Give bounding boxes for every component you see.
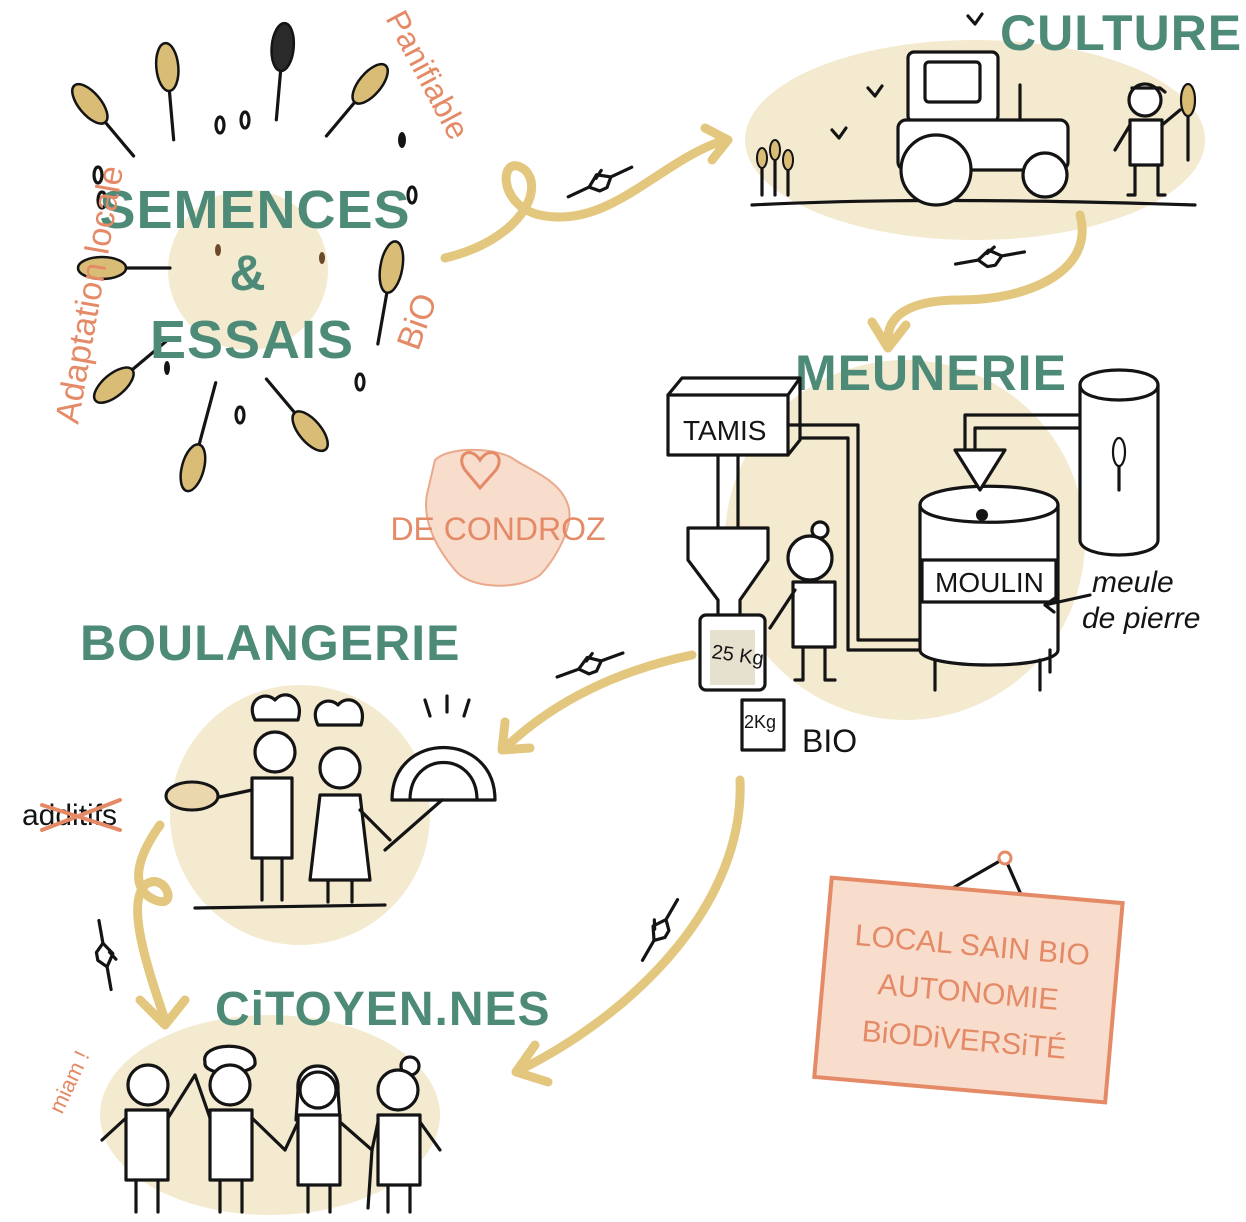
farmer-figure	[1113, 82, 1197, 197]
flour-pipe	[786, 423, 927, 652]
wheat-ear-icon	[376, 240, 405, 346]
tamis-label: TAMIS	[683, 415, 766, 446]
wheat-ear-icon	[71, 82, 136, 158]
semences-title: SEMENCES & ESSAIS	[99, 180, 410, 370]
semences-line3: ESSAIS	[150, 310, 354, 370]
silo-icon	[1078, 368, 1160, 557]
arrow-head-citoyens	[511, 1040, 553, 1087]
boulangerie-title: BOULANGERIE	[80, 615, 460, 671]
handshake-icon	[555, 651, 625, 679]
citizen-figure	[366, 1055, 442, 1214]
handshake-icon	[94, 918, 118, 992]
condroz-label: DE CONDROZ	[390, 511, 605, 547]
miam-note: miam !	[44, 1047, 95, 1117]
funnel-icon	[953, 448, 1007, 492]
sign-nail-icon	[997, 850, 1013, 866]
tractor-icon	[896, 50, 1070, 207]
arrow-meunerie-to-boulangerie	[500, 650, 697, 753]
moulin-icon: MOULIN	[918, 484, 1060, 692]
wheat-ear-icon	[264, 377, 329, 453]
meule-label: meule	[1092, 566, 1174, 599]
wheat-ear-icon	[324, 62, 389, 138]
bird-icon	[830, 126, 848, 140]
semences-line1: SEMENCES	[99, 180, 410, 240]
wheat-ears	[71, 21, 405, 493]
meule-pointer-arrow	[1043, 593, 1092, 614]
citoyens-section: CiTOYEN.NES miam !	[44, 983, 551, 1214]
values-sign: LOCAL SAIN BIO AUTONOMIE BiODiVERSiTÉ	[812, 850, 1125, 1105]
condroz-region: DE CONDROZ	[390, 448, 606, 587]
semences-ampersand: &	[229, 245, 266, 301]
arrow-meunerie-to-citoyens	[515, 775, 745, 1075]
wheat-ear-icon	[270, 21, 296, 122]
additifs-cross-icon	[40, 798, 122, 832]
bag-small: 2Kg	[740, 698, 786, 752]
wheat-ear-icon	[76, 255, 172, 281]
heart-icon	[460, 451, 501, 491]
crops-icon	[756, 139, 794, 197]
baker-figure	[164, 693, 302, 902]
boulangerie-section: BOULANGERIE additifs	[22, 615, 497, 910]
wheat-ear-icon	[154, 41, 180, 142]
moulin-label: MOULIN	[935, 567, 1044, 598]
meunerie-title: MEUNERIE	[795, 345, 1067, 401]
citizen-figure	[283, 1064, 374, 1214]
baker-figure	[308, 698, 392, 904]
bag-large: 25 Kg	[698, 613, 767, 692]
handshake-icon	[953, 245, 1027, 269]
semences-blob	[168, 190, 328, 350]
panifiable-note: Panifiable	[379, 4, 477, 145]
handshake-icons	[94, 165, 1027, 992]
bag-small-label: 2Kg	[744, 712, 776, 732]
bird-icon	[866, 84, 884, 98]
citoyens-title: CiTOYEN.NES	[215, 983, 551, 1036]
bakery-ground	[193, 903, 387, 910]
citizen-figure	[193, 1044, 287, 1214]
handshake-icon	[640, 898, 680, 962]
tamis-pipe	[716, 453, 740, 532]
culture-title: CULTURE	[1000, 5, 1242, 61]
flour-bio-label: BIO	[802, 723, 857, 759]
wheat-ear-icon	[179, 381, 218, 493]
de-pierre-label: de pierre	[1082, 602, 1200, 635]
arrow-boulangerie-to-citoyens	[133, 820, 173, 1025]
arrow-head-citoyens-left	[135, 995, 190, 1030]
citizen-figure	[100, 1063, 197, 1214]
wheat-ear-icon	[92, 339, 168, 404]
tamis-box: TAMIS	[666, 376, 802, 457]
seeds	[92, 110, 418, 425]
arrow-head-boulangerie	[497, 717, 535, 755]
silo-pipe	[963, 413, 1097, 452]
handshake-icon	[566, 165, 634, 199]
arrow-culture-to-meunerie	[883, 210, 1087, 350]
bird-icon	[966, 12, 984, 26]
flow-arrows	[133, 123, 1087, 1087]
sign-board	[812, 875, 1125, 1105]
arrow-semences-to-culture	[440, 135, 730, 263]
oven-icon	[383, 694, 497, 852]
culture-section: CULTURE	[750, 5, 1242, 207]
arrow-head-meunerie	[867, 317, 911, 353]
seed-bio-note: BiO	[390, 288, 445, 354]
arrow-head-culture	[700, 123, 733, 165]
meunerie-section: MEUNERIE TAMIS 25 Kg 2Kg BIO	[666, 345, 1200, 759]
miller-figure	[768, 520, 837, 682]
citoyens-blob	[100, 1015, 440, 1215]
